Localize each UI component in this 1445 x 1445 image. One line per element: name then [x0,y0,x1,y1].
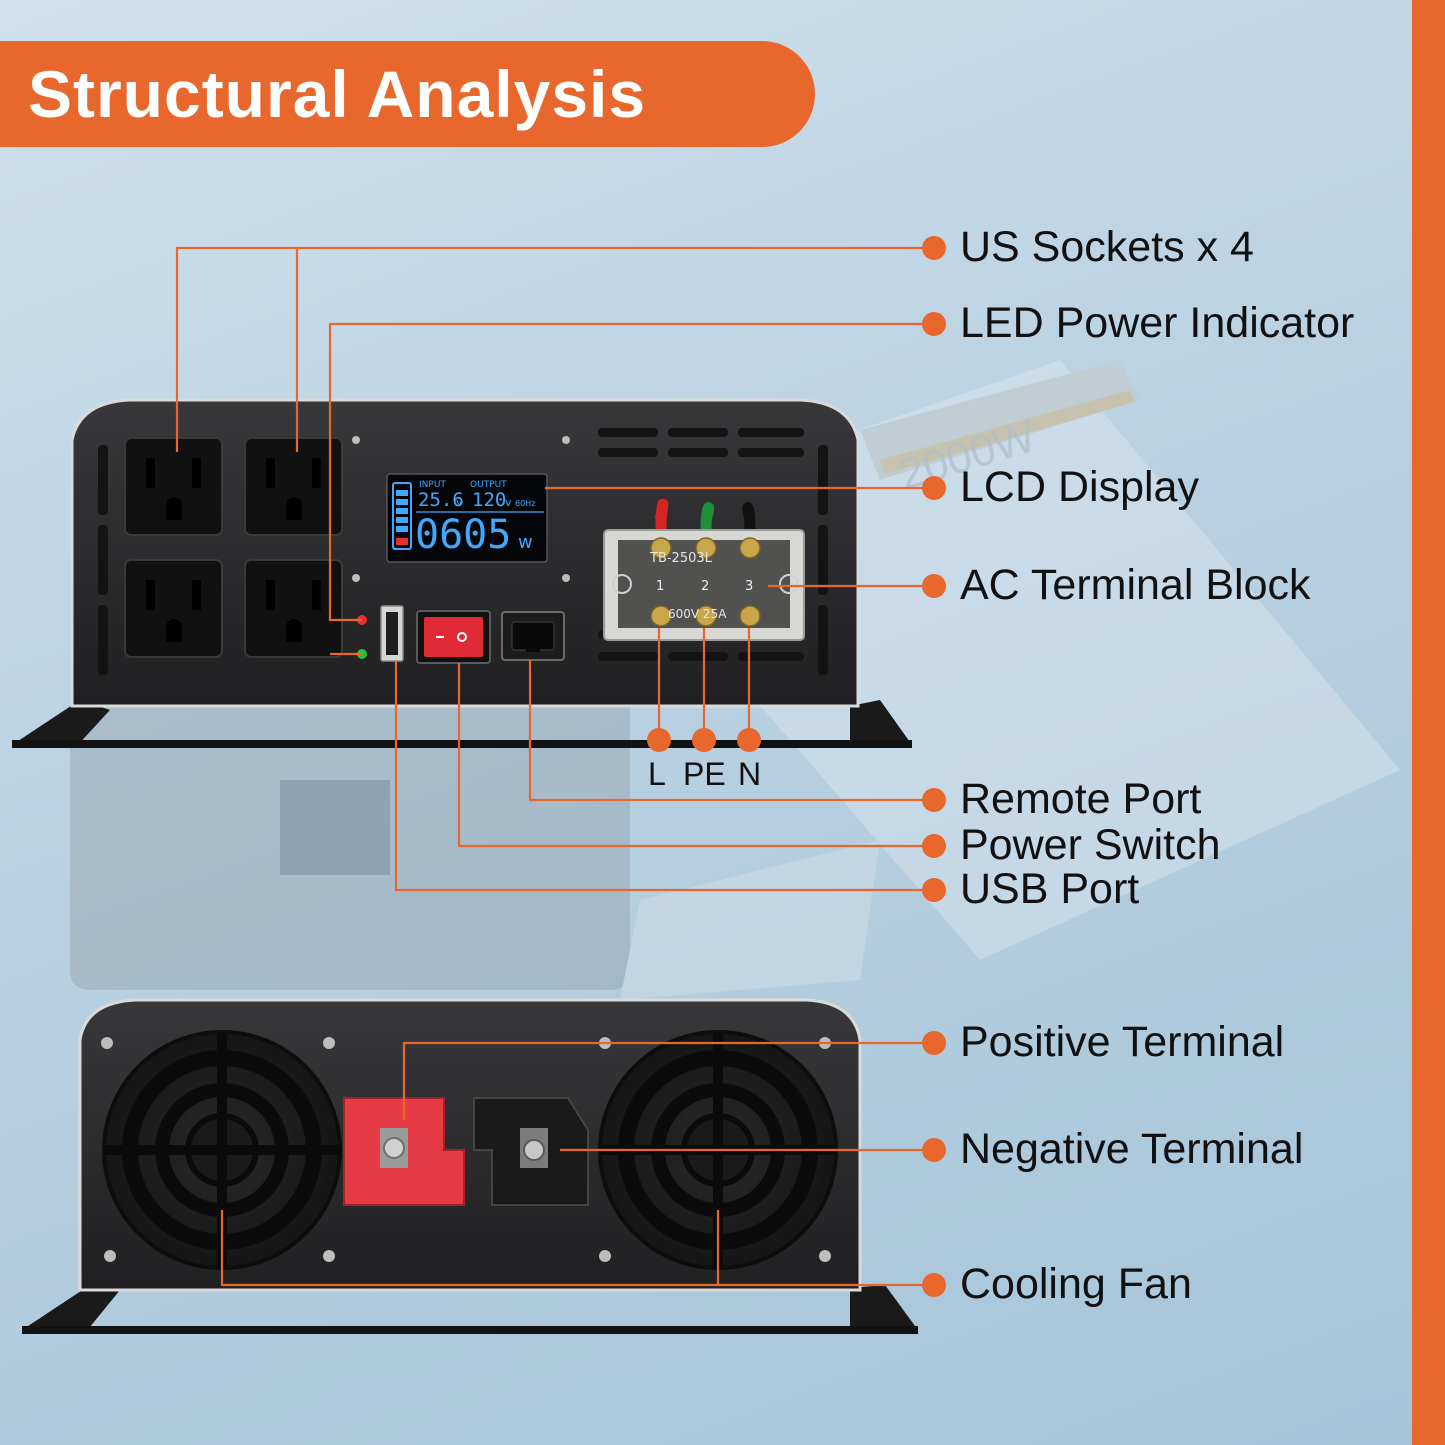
terminal-position-1: 1 [656,579,664,594]
power-switch [416,610,491,664]
socket [124,437,223,536]
terminal-position-2: 2 [701,579,709,594]
positive-terminal [343,1097,465,1206]
lcd-output-unit: v [505,496,512,509]
lcd-input-voltage: 25.6 [418,489,464,511]
cooling-fan-left [102,1030,342,1270]
negative-terminal [473,1097,589,1206]
label-power-switch: Power Switch [960,821,1221,869]
lcd-display: INPUT OUTPUT 25.6 v 120 v 60Hz 0605 w [386,473,548,563]
label-negative-terminal: Negative Terminal [960,1125,1304,1173]
lcd-input-unit: v [456,496,463,509]
title-banner: Structural Analysis [0,41,815,147]
callout-leader-lines [175,246,934,1287]
label-ac-terminal: AC Terminal Block [960,561,1311,609]
page-title: Structural Analysis [28,57,647,131]
lcd-output-label: OUTPUT [470,480,507,490]
socket [124,559,223,658]
terminal-block-model: TB-2503L [649,551,713,566]
lcd-power-value: 0605 [415,512,511,558]
terminal-letter-l: L [648,756,666,792]
terminal-block-rating: 600V 25A [668,607,727,621]
label-usb-port: USB Port [960,865,1140,913]
socket [244,437,343,536]
terminal-letter-pe: PE [683,756,726,792]
label-cooling-fan: Cooling Fan [960,1260,1192,1308]
remote-port [501,611,565,661]
label-remote-port: Remote Port [960,775,1202,823]
callout-dots [647,236,946,1297]
label-lcd-display: LCD Display [960,463,1199,511]
terminal-position-3: 3 [745,579,753,594]
lcd-output-voltage: 120 [472,489,506,511]
terminal-letter-n: N [738,756,762,792]
lcd-power-unit: w [518,532,533,553]
right-accent-stripe [1412,0,1445,1445]
label-us-sockets: US Sockets x 4 [960,223,1254,271]
us-sockets [124,437,343,658]
lcd-input-label: INPUT [419,480,446,490]
socket [244,559,343,658]
label-led-indicator: LED Power Indicator [960,299,1355,347]
usb-port [380,605,404,662]
lcd-frequency: 60Hz [515,499,535,508]
label-positive-terminal: Positive Terminal [960,1018,1285,1066]
